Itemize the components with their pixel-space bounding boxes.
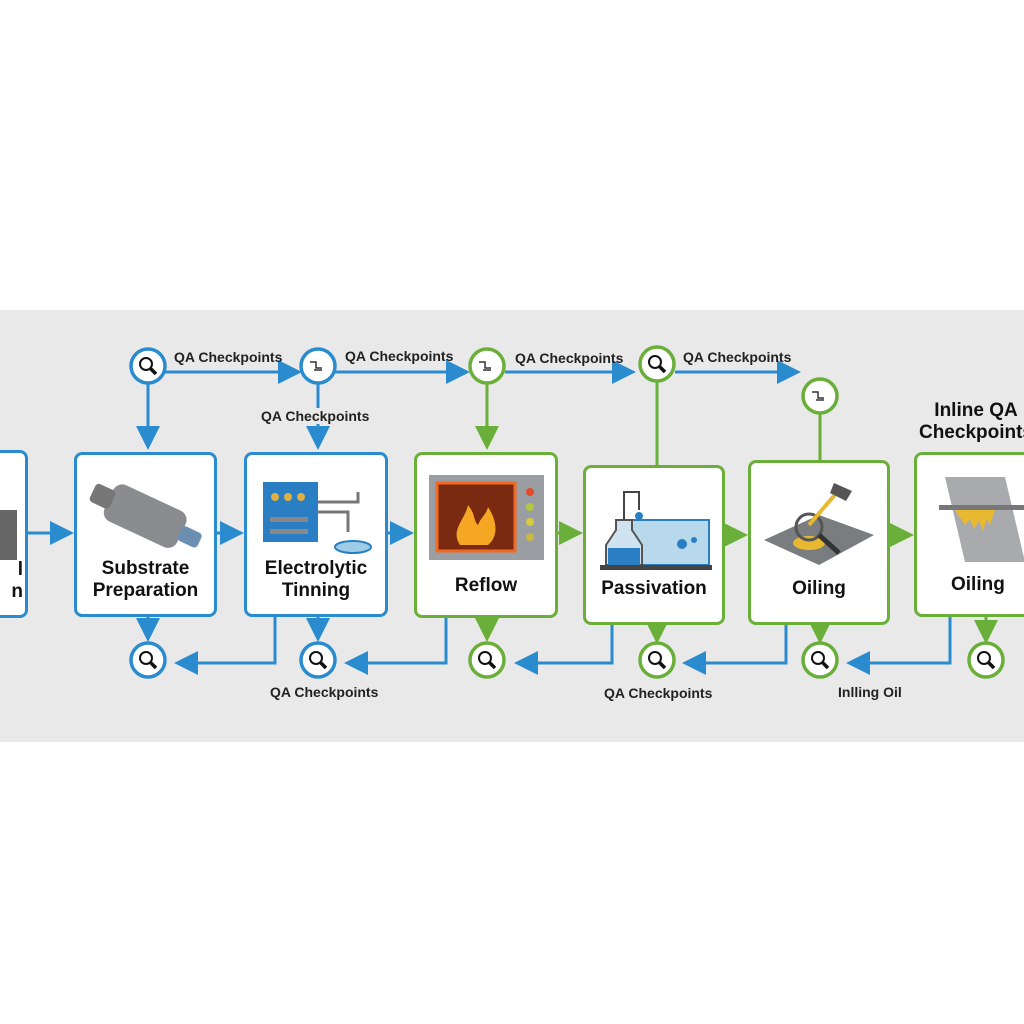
qa-label-top-1: QA Checkpoints [174, 349, 283, 365]
oiled-sheet-icon [939, 477, 1024, 562]
magnifier-icon [129, 347, 167, 385]
magnifier-icon [299, 641, 337, 679]
magnifier-icon [801, 641, 839, 679]
qa-label-top-2: QA Checkpoints [345, 348, 454, 364]
qa-label-bottom-2: QA Checkpoints [604, 685, 713, 701]
step-reflow: Reflow [414, 452, 558, 618]
magnifier-icon [129, 641, 167, 679]
oil-inspection-icon [764, 483, 874, 565]
qa-label-bottom-3: Inlling Oil [838, 684, 902, 700]
chemical-tank-icon [600, 491, 712, 570]
qa-label-bottom-1: QA Checkpoints [270, 684, 379, 700]
magnifier-icon [967, 641, 1005, 679]
steel-roller-icon [89, 483, 202, 548]
return-3 [514, 625, 614, 675]
machine-icon [0, 510, 17, 560]
return-4 [682, 625, 788, 675]
step-passivation: Passivation [583, 465, 725, 625]
circuit-icon [299, 347, 337, 385]
qa-label-top-4: QA Checkpoints [683, 349, 792, 365]
circuit-icon [801, 377, 839, 415]
return-5 [846, 617, 952, 675]
magnifier-icon [638, 641, 676, 679]
return-1 [174, 617, 277, 675]
step-oiling: Oiling [748, 460, 890, 625]
qa-label-mid: QA Checkpoints [259, 408, 372, 424]
magnifier-icon [468, 641, 506, 679]
electrolytic-bath-icon [263, 482, 372, 554]
circuit-icon [468, 347, 506, 385]
qa-label-top-3: QA Checkpoints [515, 350, 624, 366]
furnace-flame-icon [429, 475, 544, 560]
step-oiling-2: Oiling [914, 452, 1024, 617]
magnifier-icon [638, 345, 676, 383]
return-2 [344, 618, 448, 675]
